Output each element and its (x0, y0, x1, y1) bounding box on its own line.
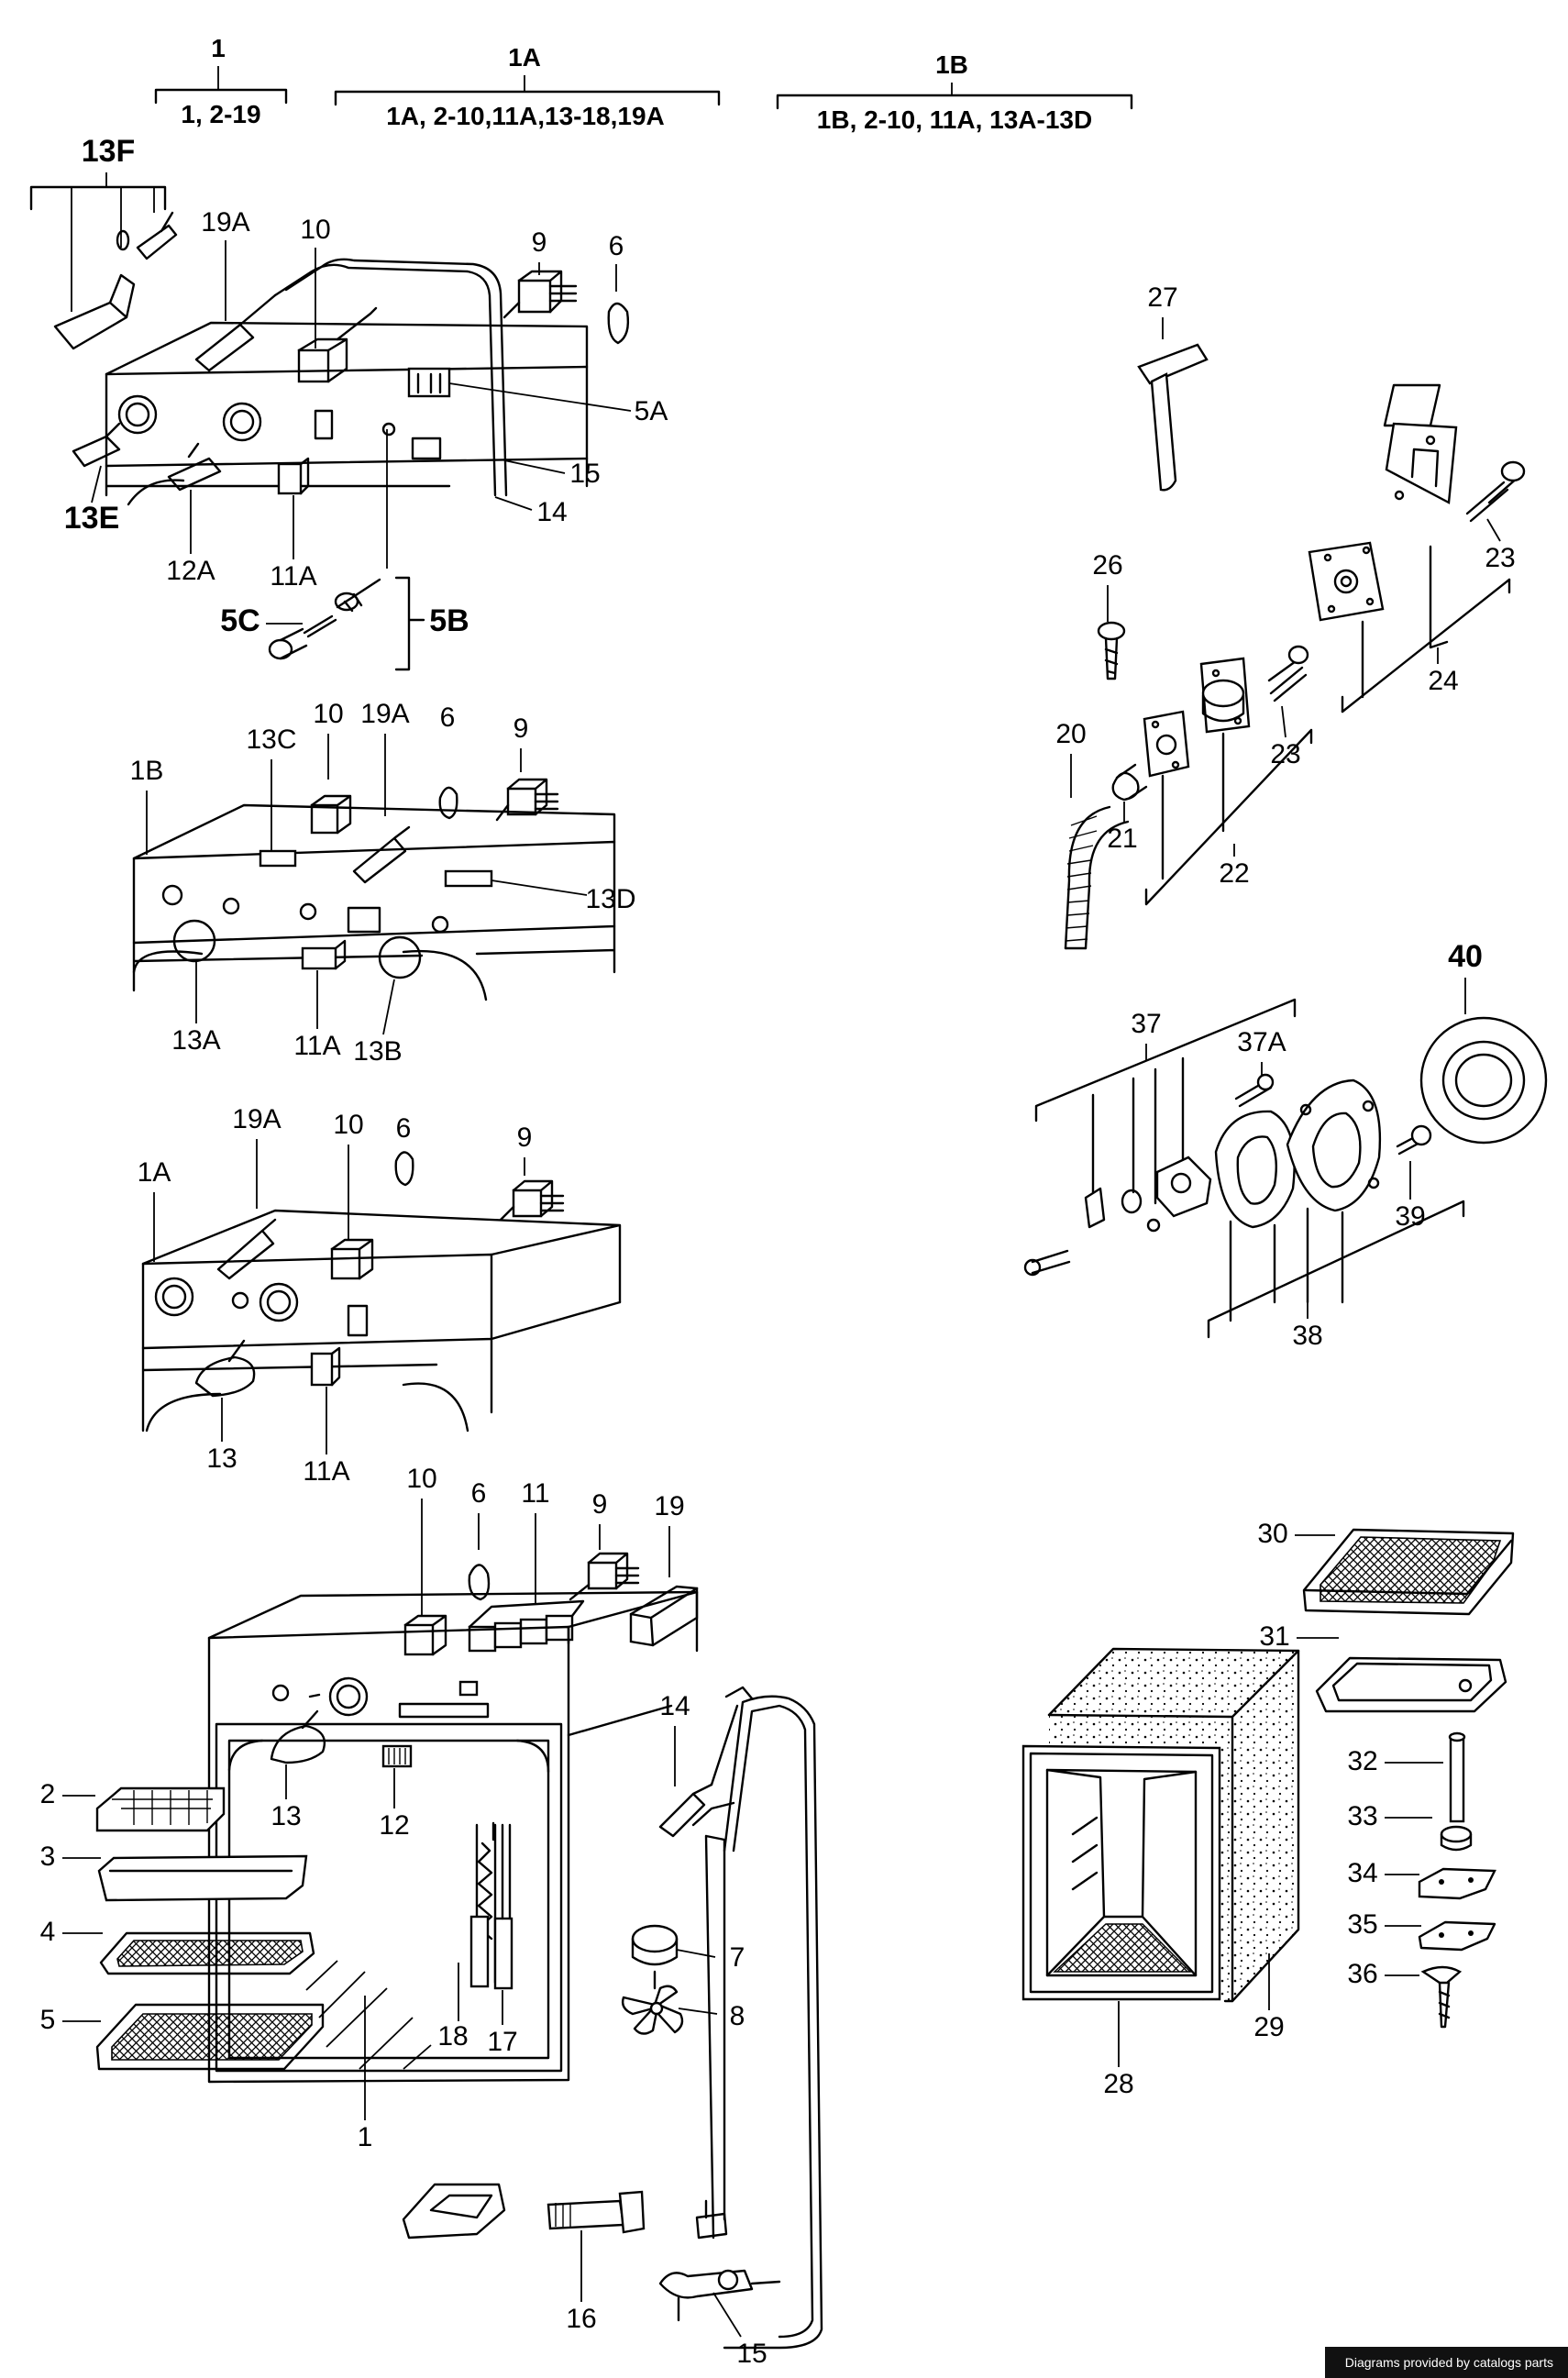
group-header-1A: 1A 1A, 2-10,11A,13-18,19A (334, 43, 721, 130)
callout-37A: 37A (1237, 1027, 1286, 1057)
callout-32: 32 (1347, 1746, 1377, 1776)
callout-14: 14 (659, 1691, 690, 1721)
callout-30: 30 (1257, 1519, 1287, 1549)
callout-13B: 13B (353, 1036, 402, 1067)
callout-9: 9 (517, 1123, 533, 1153)
callout-13: 13 (206, 1443, 237, 1474)
callout-10: 10 (406, 1464, 436, 1494)
callout-38: 38 (1292, 1321, 1322, 1351)
group-header-1: 1 1, 2-19 (154, 34, 288, 128)
callout-6: 6 (609, 231, 624, 261)
control-panel-variant-1B: 1B 13C 10 19A 6 9 13D (130, 699, 636, 1067)
group-range: 1A, 2-10,11A,13-18,19A (386, 102, 665, 130)
trays-and-racks: 2 3 4 5 (40, 1779, 325, 2071)
callout-27: 27 (1147, 282, 1177, 313)
group-title: 1A (508, 43, 541, 72)
callout-24: 24 (1428, 666, 1458, 696)
callout-11A: 11A (270, 561, 316, 592)
callout-1B: 1B (130, 756, 164, 786)
callout-37: 37 (1131, 1009, 1161, 1039)
callout-29: 29 (1253, 2012, 1284, 2042)
callout-21: 21 (1107, 824, 1137, 854)
fan-and-thermostat: 14 7 8 15 16 (402, 1686, 823, 2369)
callout-1: 1 (358, 2122, 373, 2152)
group-title: 1 (211, 34, 226, 62)
group-range: 1, 2-19 (181, 100, 260, 128)
callout-19A: 19A (360, 699, 409, 729)
callout-22: 22 (1219, 858, 1249, 889)
callout-12A: 12A (166, 556, 215, 586)
callout-4: 4 (40, 1917, 56, 1947)
callout-10: 10 (333, 1110, 363, 1140)
callout-14: 14 (536, 497, 567, 527)
callout-15: 15 (736, 2339, 767, 2369)
callout-16: 16 (566, 2304, 596, 2334)
group-header-1B: 1B 1B, 2-10, 11A, 13A-13D (776, 50, 1133, 134)
callout-13C: 13C (246, 724, 296, 755)
callout-33: 33 (1347, 1801, 1377, 1831)
callout-10: 10 (300, 215, 330, 245)
callout-7: 7 (730, 1942, 745, 1973)
control-panel-variant-1A: 1A 19A 10 6 9 13 11A (138, 1104, 622, 1487)
callout-19A: 19A (232, 1104, 281, 1134)
fan-motor-mount-parts: 40 37 37A 38 39 (1023, 939, 1548, 1351)
callout-13D: 13D (585, 884, 635, 914)
callout-17: 17 (487, 2027, 517, 2057)
callout-13A: 13A (171, 1025, 220, 1056)
control-panel-variant-main: 13F 19A 10 9 6 (29, 134, 668, 671)
callout-28: 28 (1103, 2069, 1133, 2099)
callout-6: 6 (440, 702, 456, 733)
callout-11: 11 (521, 1478, 549, 1509)
group-range: 1B, 2-10, 11A, 13A-13D (817, 105, 1092, 134)
callout-13F: 13F (82, 134, 136, 169)
callout-11A: 11A (293, 1031, 340, 1061)
callout-15: 15 (569, 459, 600, 489)
callout-8: 8 (730, 2001, 745, 2031)
group-title: 1B (935, 50, 968, 79)
callout-13E: 13E (64, 501, 120, 536)
callout-1A: 1A (138, 1157, 171, 1188)
diagram-credit-footer: Diagrams provided by catalogs parts (1324, 2347, 1568, 2378)
callout-12: 12 (379, 1810, 409, 1841)
callout-6: 6 (396, 1113, 412, 1144)
callout-36: 36 (1347, 1959, 1377, 1989)
oven-cabinet-assembly: 10 6 11 9 19 (207, 1464, 699, 2152)
callout-26: 26 (1092, 550, 1122, 581)
callout-23: 23 (1485, 543, 1515, 573)
callout-34: 34 (1347, 1858, 1377, 1888)
callout-9: 9 (592, 1489, 608, 1520)
callout-5C: 5C (220, 603, 259, 638)
callout-5A: 5A (635, 396, 668, 426)
callout-13: 13 (271, 1801, 301, 1831)
callout-18: 18 (437, 2021, 468, 2052)
callout-11A: 11A (303, 1456, 349, 1487)
callout-10: 10 (313, 699, 343, 729)
callout-20: 20 (1055, 719, 1086, 749)
callout-9: 9 (532, 227, 547, 258)
callout-39: 39 (1395, 1201, 1425, 1232)
callout-2: 2 (40, 1779, 56, 1809)
callout-3: 3 (40, 1842, 56, 1872)
callout-19A: 19A (201, 207, 249, 238)
callout-5: 5 (40, 2005, 56, 2035)
callout-35: 35 (1347, 1909, 1377, 1940)
callout-6: 6 (471, 1478, 487, 1509)
hinge-and-handle-parts: 27 23 24 26 20 (1055, 282, 1526, 950)
callout-23: 23 (1270, 739, 1300, 769)
refrigerator-cabinet-parts: 30 31 32 33 34 35 36 (1021, 1519, 1515, 2099)
callout-40: 40 (1448, 939, 1483, 974)
callout-31: 31 (1259, 1621, 1289, 1652)
callout-19: 19 (654, 1491, 684, 1521)
callout-9: 9 (513, 713, 529, 744)
callout-5B: 5B (429, 603, 469, 638)
